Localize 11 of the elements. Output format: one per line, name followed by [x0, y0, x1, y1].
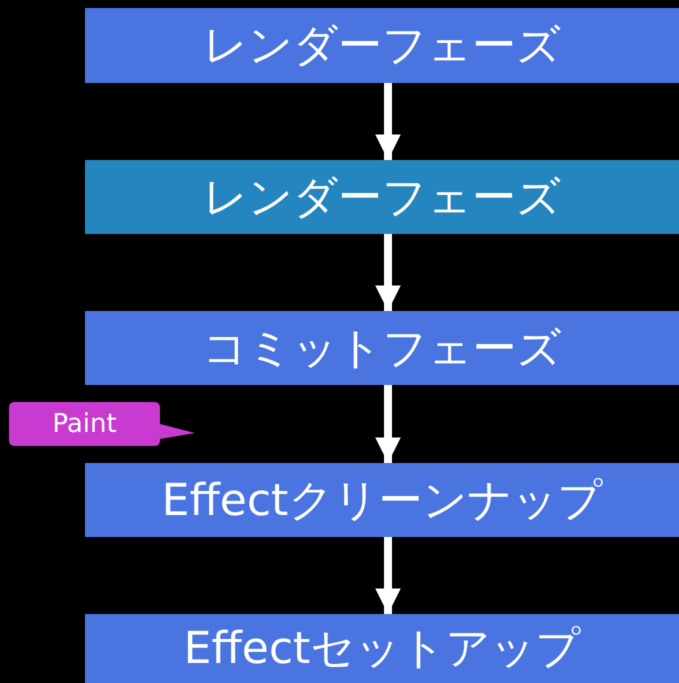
arrow: [375, 537, 401, 614]
process-box: Effectセットアップ: [85, 614, 679, 683]
process-box: Effectクリーンナップ: [85, 463, 679, 537]
arrow: [375, 83, 401, 160]
bubble-text: Paint: [51, 408, 118, 440]
arrow: [375, 385, 401, 463]
arrow: [375, 234, 401, 311]
process-box: コミットフェーズ: [85, 311, 679, 385]
process-box: レンダーフェーズ: [85, 160, 679, 234]
process-box: レンダーフェーズ: [85, 8, 679, 83]
speech-bubble: [9, 402, 195, 446]
